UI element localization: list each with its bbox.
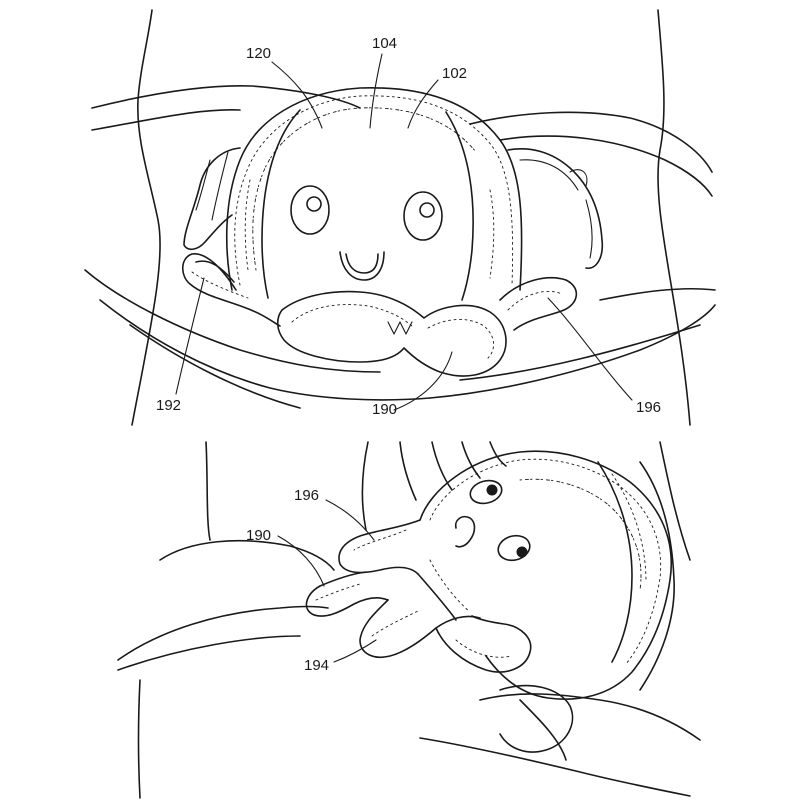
tentacle-196-fur	[507, 290, 563, 311]
bottom-tentacle-196	[338, 519, 421, 575]
bottom-body-base	[417, 573, 457, 621]
top-right-eye	[403, 191, 443, 241]
head-fur-left-panel	[244, 179, 251, 271]
tentacle-190-fur-right	[427, 319, 494, 359]
right-arm-lower	[499, 135, 713, 197]
ref-numeral-190: 190	[372, 401, 397, 418]
bottom-eye-upper	[469, 479, 503, 505]
left-finger-2	[211, 151, 229, 221]
leader-104	[369, 53, 383, 129]
octopus-head-outline	[225, 87, 523, 291]
octopus-head-fur-inner	[252, 107, 477, 271]
bottom-left-arm-bottom	[117, 605, 329, 661]
bottom-left-arm-top	[159, 539, 335, 571]
head-seam-left	[261, 109, 301, 299]
bottom-torso-base	[137, 679, 141, 799]
bottom-finger-2	[431, 441, 453, 491]
bottom-eye-lower	[497, 534, 531, 562]
tentacle-190-fur-left	[291, 304, 415, 329]
tentacle-190-suction-mark	[387, 321, 413, 335]
leader-102	[407, 79, 439, 129]
bottom-left-arm-inner	[117, 635, 301, 671]
leader-bottom-190	[277, 535, 325, 587]
tentacle-190-front	[276, 290, 507, 377]
top-left-pupil	[306, 196, 322, 212]
ref-numeral-104: 104	[372, 35, 397, 52]
bottom-tentacle-190-fur	[315, 583, 361, 601]
bottom-right-arm-1	[479, 693, 701, 741]
bottom-hand-right-edge	[639, 461, 675, 691]
ref-numeral-bottom-196: 196	[294, 487, 319, 504]
bottom-head-seam	[597, 461, 633, 663]
bottom-tentacle-196-fur	[353, 529, 407, 551]
right-arm-upper	[469, 111, 713, 173]
torso-outline-left	[131, 9, 161, 426]
right-finger-2	[585, 199, 593, 259]
bottom-body-fur	[429, 559, 471, 613]
left-finger-1	[195, 159, 211, 211]
torso-outline-right	[657, 9, 691, 426]
bottom-tentacle-190	[305, 571, 389, 617]
bottom-finger-3	[461, 441, 481, 479]
leader-120	[271, 61, 323, 129]
bottom-eye-lower-pupil	[516, 546, 528, 558]
lap-line-4	[429, 304, 716, 399]
lap-line-5	[459, 324, 701, 381]
bottom-tentacle-lower-right-fur	[455, 639, 513, 658]
leader-190	[393, 351, 453, 411]
leader-196	[547, 297, 633, 401]
bottom-tentacle-lower-right	[435, 615, 532, 673]
ref-numeral-120: 120	[246, 45, 271, 62]
ref-numeral-bottom-194: 194	[304, 657, 329, 674]
left-hand	[183, 147, 241, 251]
bottom-hand-fingers	[361, 441, 369, 531]
bottom-mouth	[454, 515, 476, 548]
leader-192	[175, 277, 205, 395]
head-fur-right-panel	[489, 189, 495, 279]
bottom-finger-1	[399, 441, 417, 501]
right-finger-1	[519, 159, 579, 191]
left-arm-lower	[91, 108, 241, 131]
figure-bottom: 196 190 194	[117, 441, 701, 799]
bottom-tentacle-194-fur	[371, 609, 421, 637]
top-right-pupil	[419, 202, 435, 218]
top-smile-mouth-inner	[345, 253, 379, 274]
top-smile-mouth	[339, 251, 385, 281]
ref-numeral-192: 192	[156, 397, 181, 414]
right-hand	[507, 148, 604, 269]
lap-line-6	[599, 287, 716, 301]
tentacle-192-fur	[191, 271, 249, 299]
bottom-eye-upper-pupil	[486, 484, 498, 496]
ref-numeral-bottom-190: 190	[246, 527, 271, 544]
bottom-tentacle-194	[359, 599, 481, 658]
bottom-torso-right	[659, 441, 691, 561]
bottom-thumb	[499, 684, 574, 753]
figure-top: 120 104 102 192 190 196	[84, 9, 716, 426]
ref-numeral-196: 196	[636, 399, 661, 416]
leader-bottom-194	[333, 639, 377, 663]
octopus-head-fur-outer	[234, 95, 514, 286]
right-thumb	[569, 169, 588, 187]
leader-bottom-196	[325, 499, 375, 541]
bottom-octopus-body	[419, 450, 672, 700]
lap-line-2	[99, 299, 431, 401]
tentacle-192-outline	[181, 253, 281, 327]
bottom-torso-left	[205, 441, 211, 541]
ref-numeral-102: 102	[442, 65, 467, 82]
bottom-octopus-fur-inner	[519, 478, 642, 591]
top-left-eye	[290, 185, 330, 235]
head-seam-right	[445, 111, 474, 301]
bottom-right-arm-2	[419, 737, 691, 797]
bottom-octopus-fur-outer	[429, 458, 662, 665]
bottom-seam-fur	[611, 473, 647, 583]
left-arm-upper	[91, 84, 361, 109]
lap-line-1	[84, 269, 381, 373]
tentacle-192-curl	[195, 260, 235, 283]
bottom-right-arm-3	[519, 699, 567, 761]
tentacle-196-outline	[499, 277, 578, 331]
bottom-finger-4	[489, 441, 507, 467]
lap-line-3	[129, 324, 301, 409]
